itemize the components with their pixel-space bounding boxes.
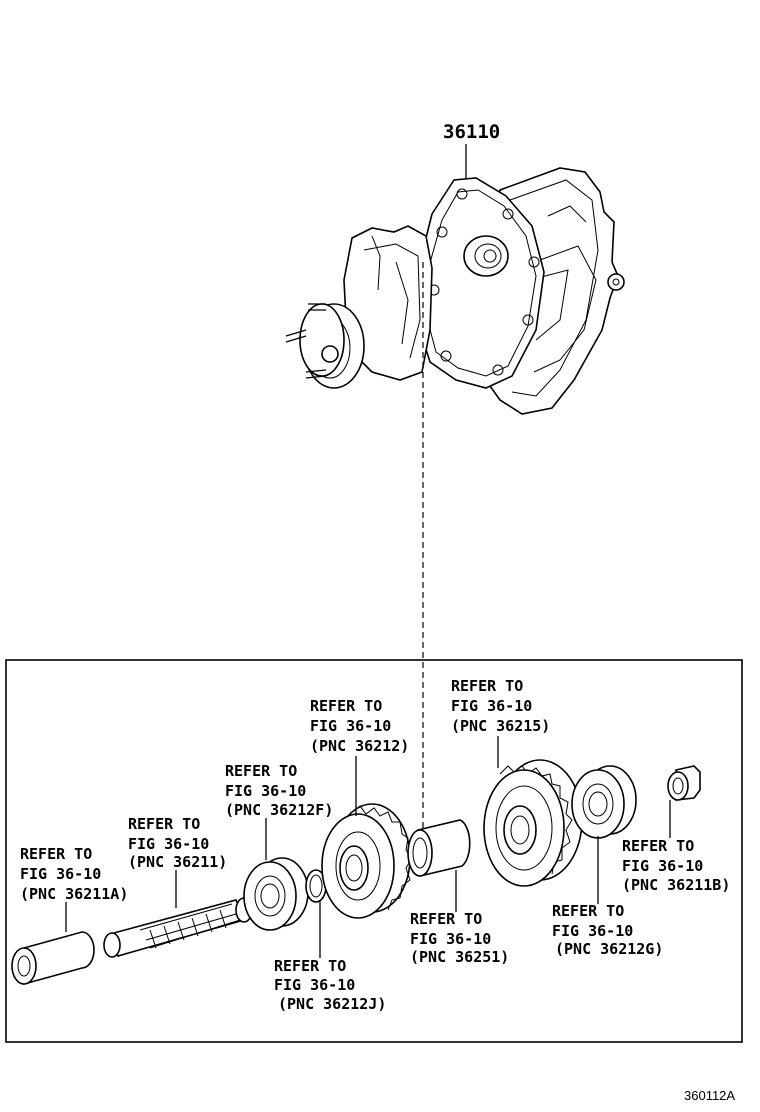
part-sleeve-36251[interactable] — [407, 819, 471, 878]
callout-line-3: (PNC 36251) — [410, 948, 509, 966]
part-sleeve-36211a[interactable] — [11, 931, 95, 986]
callout-36211a[interactable]: REFER TO FIG 36-10 (PNC 36211A) — [20, 845, 128, 903]
callout-line-3: (PNC 36211A) — [20, 885, 128, 903]
part-gear-36212[interactable] — [321, 803, 413, 919]
callout-36211b[interactable]: REFER TO FIG 36-10 (PNC 36211B) — [622, 837, 730, 894]
callout-line-3: (PNC 36212G) — [555, 940, 663, 958]
part-shaft-36211[interactable] — [103, 897, 253, 958]
callout-line-3: (PNC 36212J) — [278, 995, 386, 1013]
callout-line-2: FIG 36-10 — [451, 697, 532, 715]
leader-lines — [65, 736, 671, 958]
callout-line-3: (PNC 36211B) — [622, 876, 730, 894]
part-gear-36215[interactable] — [483, 759, 583, 887]
callout-line-2: FIG 36-10 — [622, 857, 703, 875]
part-bearing-36212f[interactable] — [243, 857, 309, 931]
part-plug-36211b[interactable] — [667, 765, 701, 801]
callout-36212[interactable]: REFER TO FIG 36-10 (PNC 36212) — [310, 697, 409, 755]
callout-36251[interactable]: REFER TO FIG 36-10 (PNC 36251) — [410, 910, 509, 966]
callout-line-1: REFER TO — [310, 697, 382, 715]
callout-36211[interactable]: REFER TO FIG 36-10 (PNC 36211) — [128, 815, 227, 871]
callout-36215[interactable]: REFER TO FIG 36-10 (PNC 36215) — [451, 677, 550, 735]
callout-line-2: FIG 36-10 — [310, 717, 391, 735]
transfer-case-assembly[interactable] — [285, 167, 625, 415]
callout-line-3: (PNC 36215) — [451, 717, 550, 735]
callout-line-2: FIG 36-10 — [225, 782, 306, 800]
callout-line-1: REFER TO — [451, 677, 523, 695]
callout-line-1: REFER TO — [552, 902, 624, 920]
assembly-part-number[interactable]: 36110 — [443, 121, 500, 143]
part-bearing-36212g[interactable] — [571, 765, 637, 839]
callout-line-2: FIG 36-10 — [552, 922, 633, 940]
callout-line-1: REFER TO — [20, 845, 92, 863]
callout-line-1: REFER TO — [622, 837, 694, 855]
callout-line-1: REFER TO — [225, 762, 297, 780]
callout-line-2: FIG 36-10 — [20, 865, 101, 883]
callout-line-2: FIG 36-10 — [128, 835, 209, 853]
callout-line-3: (PNC 36212) — [310, 737, 409, 755]
flange-studs — [285, 303, 327, 379]
callout-line-1: REFER TO — [128, 815, 200, 833]
callout-line-2: FIG 36-10 — [410, 930, 491, 948]
callout-line-2: FIG 36-10 — [274, 976, 355, 994]
detail-frame — [5, 659, 743, 1043]
callout-36212j[interactable]: REFER TO FIG 36-10 (PNC 36212J) — [274, 957, 386, 1013]
callout-line-3: (PNC 36211) — [128, 853, 227, 871]
callout-line-1: REFER TO — [274, 957, 346, 975]
callout-line-1: REFER TO — [410, 910, 482, 928]
callout-36212g[interactable]: REFER TO FIG 36-10 (PNC 36212G) — [552, 902, 663, 958]
callout-36212f[interactable]: REFER TO FIG 36-10 (PNC 36212F) — [225, 762, 333, 819]
callout-line-3: (PNC 36212F) — [225, 801, 333, 819]
figure-code: 360112A — [684, 1088, 735, 1103]
